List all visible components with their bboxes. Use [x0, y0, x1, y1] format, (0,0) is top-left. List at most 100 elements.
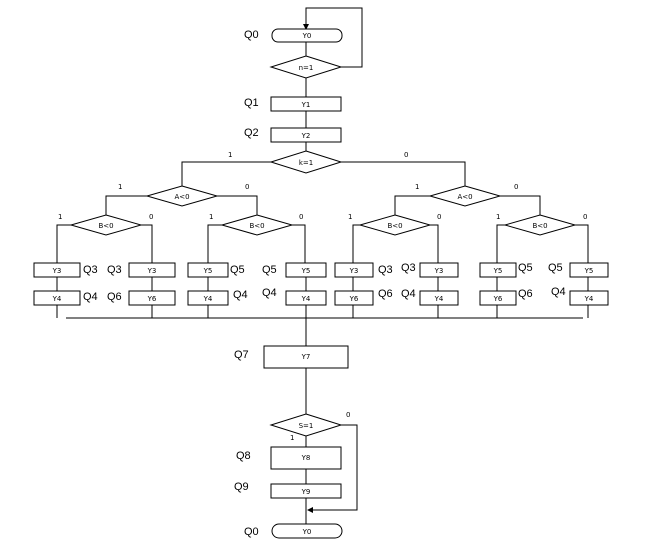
- box-label: Y3: [349, 267, 359, 275]
- state-label: Q4: [83, 291, 98, 303]
- decision-k-label: k=1: [299, 159, 313, 167]
- decision-a-left-label: A<0: [174, 193, 189, 201]
- branch-label-a-left-yes: 1: [118, 183, 122, 191]
- box-label: Y4: [301, 295, 311, 303]
- state-label-q0-start: Q0: [244, 29, 259, 41]
- state-label-q1: Q1: [244, 97, 259, 109]
- box: [334, 290, 374, 306]
- state-label: Q4: [262, 287, 277, 299]
- connector: [217, 195, 258, 215]
- decision-b-label: B<0: [249, 222, 264, 230]
- end-box-y0-label: Y0: [302, 528, 312, 536]
- box-label: Y3: [147, 267, 157, 275]
- box-y7-label: Y7: [301, 353, 311, 361]
- connector-k-yes: [181, 161, 271, 189]
- box-y1-label: Y1: [301, 101, 311, 109]
- connector: [292, 224, 306, 263]
- box: [419, 290, 459, 306]
- connector: [141, 224, 153, 263]
- right-sub1: B<0 1 0 Y3 Q3 Y6 Q6 Q3 Y3 Q4 Y4: [334, 213, 459, 306]
- right-sub2: B<0 1 0 Y5 Q5 Y6 Q6 Q5 Y5 Q4 Y4: [479, 213, 609, 306]
- state-label: Q3: [83, 264, 98, 276]
- connector: [56, 224, 71, 263]
- state-label-q2: Q2: [244, 127, 259, 139]
- state-label: Q4: [401, 288, 416, 300]
- box-label: Y5: [301, 267, 311, 275]
- state-label: Q6: [378, 288, 393, 300]
- state-label-q8: Q8: [236, 450, 251, 462]
- bottom-section: Q7 Y7 S=1 1 0 Q8 Y8 Q9 Y9 Q0 Y0: [234, 345, 358, 539]
- right-branch: A<0 1 0 B<0 1 0 Y3 Q3 Y6 Q6 Q3 Y3 Q4 Y4: [334, 183, 609, 306]
- left-branch: A<0 1 0 B<0 1 0 Y3 Q3 Y4 Q4 Q3 Y3 Q6 Y6: [33, 183, 327, 306]
- state-label: Q3: [107, 264, 122, 276]
- connector: [105, 195, 147, 215]
- branch-label-k-yes: 1: [228, 151, 232, 159]
- box-label: Y4: [584, 295, 594, 303]
- branch-label-a-right-yes: 1: [415, 183, 419, 191]
- connector-s-no: [307, 424, 358, 513]
- state-label: Q5: [230, 264, 245, 276]
- branch-label-b-no: 0: [299, 213, 303, 221]
- top-section: Q0 Y0 n=1 Q1 Y1 Q2 Y2 k=1 1 0: [181, 7, 466, 189]
- box-label: Y4: [52, 295, 62, 303]
- decision-b: [69, 214, 143, 236]
- box-label: Y5: [203, 267, 213, 275]
- state-label-q0-end: Q0: [244, 526, 259, 538]
- connector: [430, 224, 439, 263]
- start-box-y0-label: Y0: [302, 32, 312, 40]
- start-box-y0: [271, 28, 343, 43]
- box-label: Y3: [434, 267, 444, 275]
- connector: [352, 224, 360, 263]
- state-label: Q4: [233, 289, 248, 301]
- state-label-q9: Q9: [234, 481, 249, 493]
- left-sub1: B<0 1 0 Y3 Q3 Y4 Q4 Q3 Y3 Q6 Y6: [33, 213, 176, 306]
- state-label: Q3: [378, 264, 393, 276]
- decision-b: [358, 214, 432, 236]
- branch-label-a-left-no: 0: [245, 183, 249, 191]
- box: [419, 262, 459, 278]
- loop-arrow-n: [303, 7, 363, 68]
- box-label: Y6: [493, 295, 503, 303]
- merge-bus: [56, 305, 589, 346]
- connector: [496, 224, 505, 263]
- box: [479, 290, 517, 306]
- branch-label-b-yes: 1: [496, 213, 500, 221]
- box-label: Y5: [584, 267, 594, 275]
- connector-k-no: [341, 161, 466, 186]
- branch-label-b-no: 0: [149, 213, 153, 221]
- box: [479, 262, 517, 278]
- box-label: Y6: [147, 295, 157, 303]
- connector: [394, 195, 430, 215]
- decision-a-left: [145, 185, 219, 207]
- branch-label-b-yes: 1: [58, 213, 62, 221]
- decision-k: [269, 150, 343, 174]
- branch-label-k-no: 0: [404, 151, 408, 159]
- decision-n-label: n=1: [299, 64, 314, 72]
- box: [334, 262, 374, 278]
- branch-label-b-yes: 1: [348, 213, 352, 221]
- decision-a-right-label: A<0: [457, 193, 472, 201]
- box-label: Y6: [349, 295, 359, 303]
- branch-label-s-no: 0: [346, 411, 350, 419]
- branch-label-s-yes: 1: [290, 434, 294, 442]
- box-label: Y5: [493, 267, 503, 275]
- decision-b: [503, 214, 577, 236]
- box: [569, 290, 609, 306]
- box-y2-label: Y2: [301, 132, 311, 140]
- state-label-q7: Q7: [234, 349, 249, 361]
- decision-s-label: S=1: [299, 422, 314, 430]
- state-label: Q4: [551, 286, 566, 298]
- end-box-y0: [271, 523, 343, 539]
- decision-b-label: B<0: [387, 222, 402, 230]
- state-label: Q5: [518, 262, 533, 274]
- decision-b: [220, 214, 294, 236]
- state-label: Q5: [548, 262, 563, 274]
- state-label: Q6: [107, 291, 122, 303]
- state-label: Q3: [401, 262, 416, 274]
- branch-label-a-right-no: 0: [514, 183, 518, 191]
- connector: [207, 224, 222, 263]
- left-sub2: B<0 1 0 Y5 Q5 Y4 Q4 Q5 Y5 Q4 Y4: [187, 213, 327, 306]
- connector: [575, 224, 589, 263]
- box-y8-label: Y8: [301, 454, 311, 462]
